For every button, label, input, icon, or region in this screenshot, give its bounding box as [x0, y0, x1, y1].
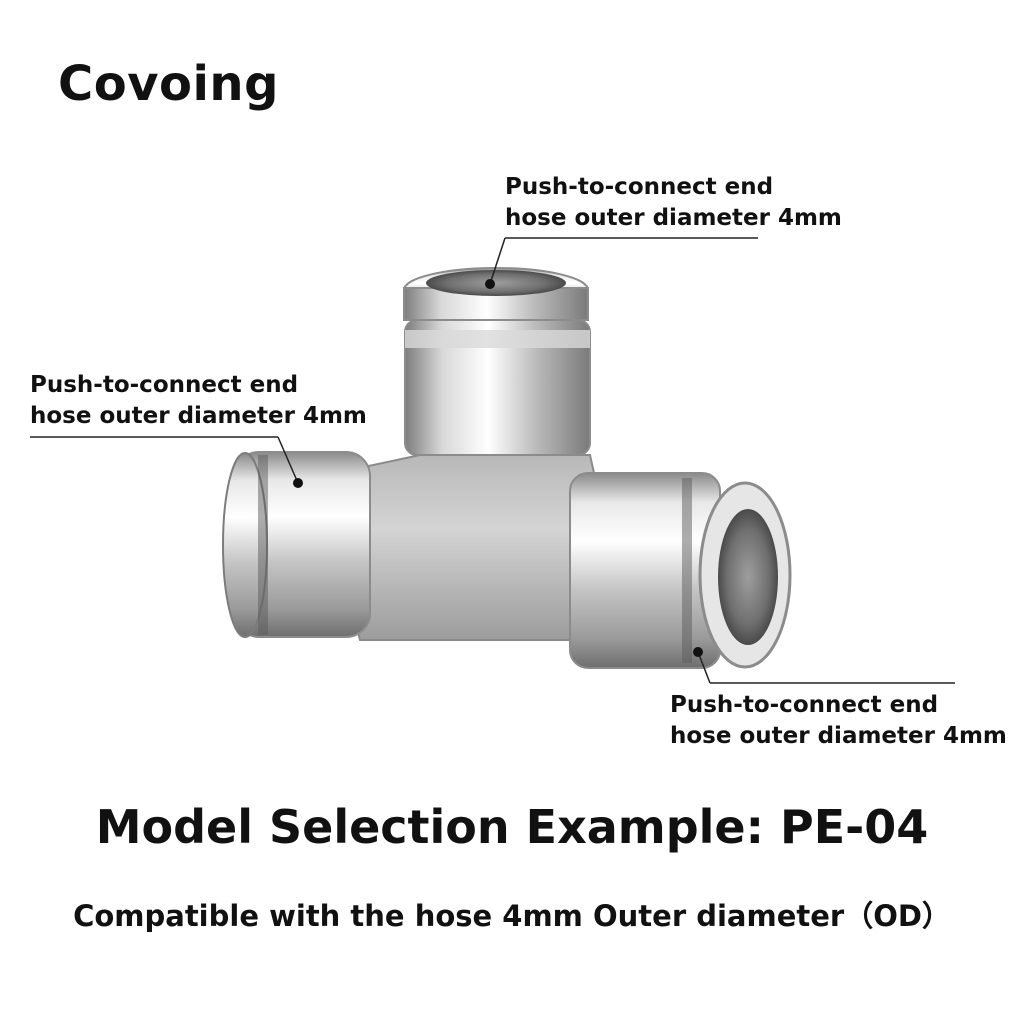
- callout-left-port: Push-to-connect end hose outer diameter …: [30, 370, 367, 432]
- callout-right-line2: hose outer diameter 4mm: [670, 723, 1007, 749]
- callout-left-line1: Push-to-connect end: [30, 372, 299, 398]
- callout-top-line2: hose outer diameter 4mm: [505, 205, 842, 231]
- callout-top-line1: Push-to-connect end: [505, 174, 774, 200]
- callout-top-port: Push-to-connect end hose outer diameter …: [505, 172, 842, 234]
- callout-left-line2: hose outer diameter 4mm: [30, 403, 367, 429]
- callout-right-port: Push-to-connect end hose outer diameter …: [670, 690, 1007, 752]
- brand-name: Covoing: [58, 56, 279, 112]
- callout-right-line1: Push-to-connect end: [670, 692, 939, 718]
- callout-right-dot: [693, 647, 703, 657]
- model-selection-heading: Model Selection Example: PE-04: [95, 800, 929, 854]
- callout-top-dot: [485, 279, 495, 289]
- compatibility-note: Compatible with the hose 4mm Outer diame…: [73, 899, 951, 933]
- callout-left-dot: [293, 478, 303, 488]
